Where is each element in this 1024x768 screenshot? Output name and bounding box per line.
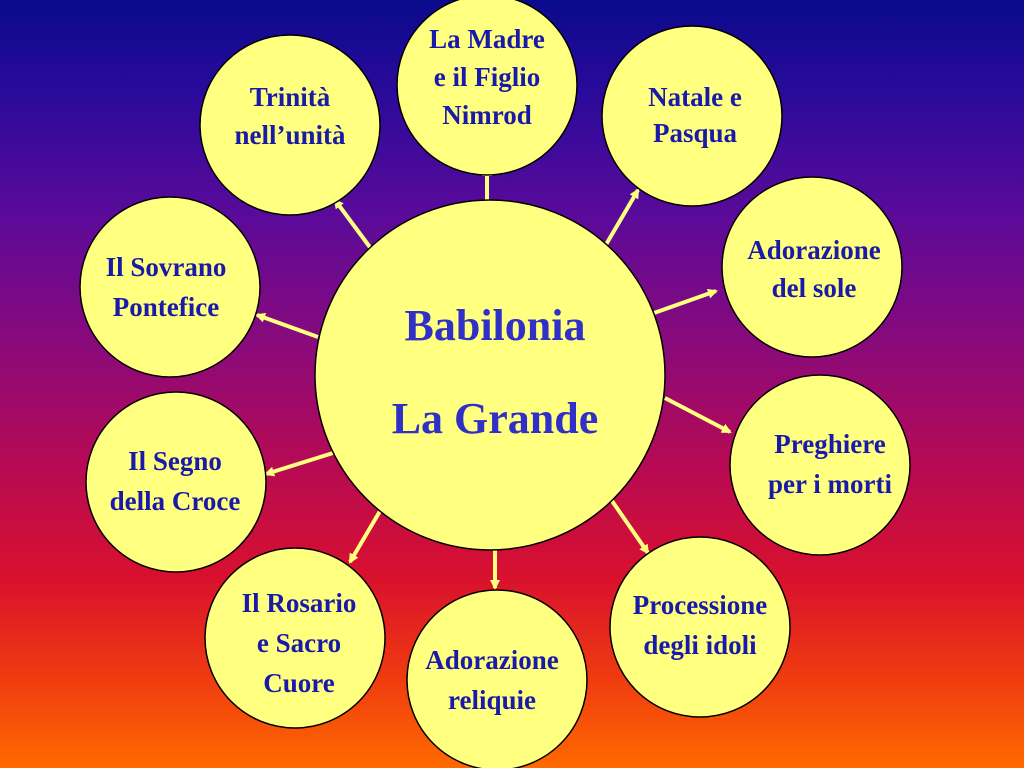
arrow-to-trinita-unita	[333, 198, 374, 252]
arrow-to-adorazione-sole	[653, 288, 718, 315]
node-label-line: Trinità	[250, 82, 331, 112]
node-label-line: La Madre	[429, 24, 545, 54]
node-label-line: e il Figlio	[434, 62, 540, 92]
node-circle	[79, 196, 261, 378]
node-label-line: Cuore	[263, 668, 335, 698]
node-label-line: reliquie	[448, 685, 536, 715]
node-label-line: Pontefice	[113, 292, 219, 322]
arrow-to-natale-pasqua	[602, 188, 640, 250]
node-circle	[721, 176, 903, 358]
node-label-line: e Sacro	[257, 628, 341, 658]
node-circle	[601, 25, 783, 207]
node-circle	[199, 34, 381, 216]
node-label-line: della Croce	[110, 486, 241, 516]
node-processione-idoli: Processione degli idoli	[609, 536, 791, 718]
node-trinita-unita: Trinità nell’unità	[199, 34, 381, 216]
node-preghiere-morti: Preghiere per i morti	[729, 374, 911, 556]
center-circle	[314, 199, 666, 551]
node-circle	[609, 536, 791, 718]
node-label-line: Processione	[633, 590, 767, 620]
node-label-line: del sole	[772, 273, 857, 303]
arrow-to-segno-croce	[264, 451, 334, 477]
node-label-line: Adorazione	[425, 645, 559, 675]
node-label-line: per i morti	[768, 469, 892, 499]
node-circle	[396, 0, 578, 176]
node-segno-croce: Il Segno della Croce	[85, 391, 267, 573]
center-subtitle: La Grande	[392, 394, 599, 443]
arrow-to-rosario-sacro-cuore	[348, 504, 385, 564]
arrow-to-sovrano-pontefice	[255, 313, 319, 339]
node-label-line: Il Sovrano	[106, 252, 227, 282]
node-circle	[85, 391, 267, 573]
node-adorazione-reliquie: Adorazione reliquie	[406, 589, 588, 768]
node-label-line: Pasqua	[653, 118, 738, 148]
node-adorazione-sole: Adorazione del sole	[721, 176, 903, 358]
arrow-to-processione-idoli	[608, 496, 650, 555]
node-label-line: Natale e	[648, 82, 742, 112]
center-title: Babilonia	[405, 301, 586, 350]
arrow-to-preghiere-morti	[664, 396, 732, 434]
node-label-line: Adorazione	[747, 235, 881, 265]
center-node: Babilonia La Grande	[314, 199, 666, 551]
node-natale-pasqua: Natale e Pasqua	[601, 25, 783, 207]
node-label-line: Nimrod	[442, 100, 532, 130]
node-label-line: degli idoli	[643, 630, 757, 660]
node-circle	[729, 374, 911, 556]
node-circle	[406, 589, 588, 768]
node-circle	[204, 547, 386, 729]
node-label-line: nell’unità	[234, 120, 346, 150]
node-label-line: Il Segno	[128, 446, 222, 476]
node-label-line: Preghiere	[774, 429, 885, 459]
node-label-line: Il Rosario	[242, 588, 357, 618]
